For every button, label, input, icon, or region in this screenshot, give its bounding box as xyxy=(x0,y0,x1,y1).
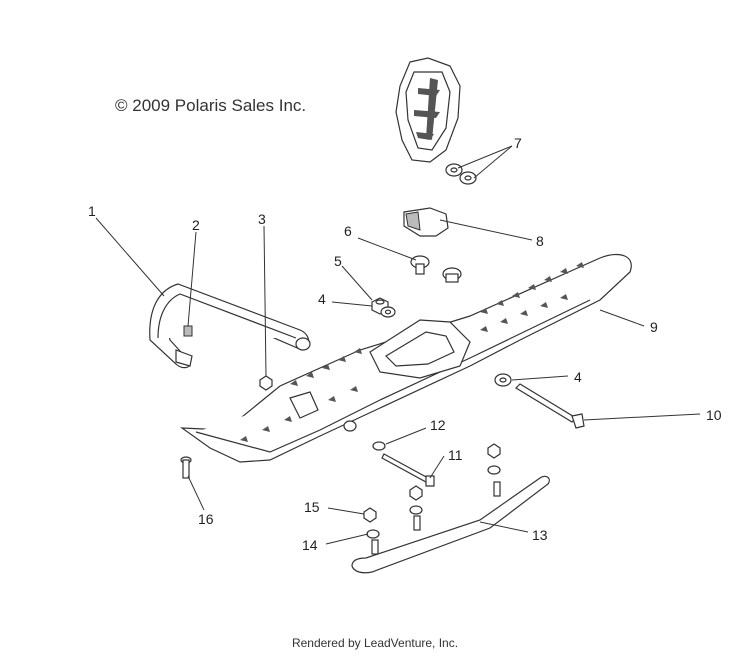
nuts-wearbar xyxy=(409,443,501,515)
ski-item-9 xyxy=(179,253,632,463)
callout-11: 11 xyxy=(448,447,463,463)
bushing xyxy=(442,267,462,283)
washer-item-14 xyxy=(366,529,380,539)
washer-item-4-upper xyxy=(380,306,396,318)
washer-item-4-lower xyxy=(494,373,512,387)
ski-handle-item-1 xyxy=(149,283,311,369)
callout-1: 1 xyxy=(88,203,96,219)
callouts: 1 2 3 4 4 5 6 7 8 9 10 11 12 13 14 15 16 xyxy=(88,135,722,553)
callout-2: 2 xyxy=(192,217,200,233)
callout-6: 6 xyxy=(344,223,352,239)
callout-12: 12 xyxy=(430,417,446,433)
wear-bar-item-13 xyxy=(351,475,550,574)
washers-item-7 xyxy=(445,163,477,185)
callout-3: 3 xyxy=(258,211,266,227)
render-credit: Rendered by LeadVenture, Inc. xyxy=(291,636,459,650)
callout-9: 9 xyxy=(650,319,658,335)
stud-item-16 xyxy=(180,456,192,479)
callout-4b: 4 xyxy=(574,369,582,385)
clip-item-2 xyxy=(183,325,193,337)
copyright-notice: © 2009 Polaris Sales Inc. xyxy=(115,96,307,115)
callout-10: 10 xyxy=(706,407,722,423)
callout-5: 5 xyxy=(334,253,342,269)
callout-8: 8 xyxy=(536,233,544,249)
bolt-item-11 xyxy=(381,453,435,487)
bolt-item-6 xyxy=(410,255,430,275)
callout-4a: 4 xyxy=(318,291,326,307)
nut-item-3 xyxy=(259,375,273,391)
washer-item-12 xyxy=(372,441,386,451)
spindle-bracket xyxy=(395,57,461,163)
callout-15: 15 xyxy=(304,499,320,515)
callout-14: 14 xyxy=(302,537,318,553)
nut-item-15 xyxy=(363,507,377,523)
callout-7: 7 xyxy=(514,135,522,151)
callout-13: 13 xyxy=(532,527,548,543)
callout-16: 16 xyxy=(198,511,214,527)
bumper-item-8 xyxy=(403,207,449,237)
leader-lines xyxy=(95,145,701,545)
bolt-item-10 xyxy=(515,383,585,429)
